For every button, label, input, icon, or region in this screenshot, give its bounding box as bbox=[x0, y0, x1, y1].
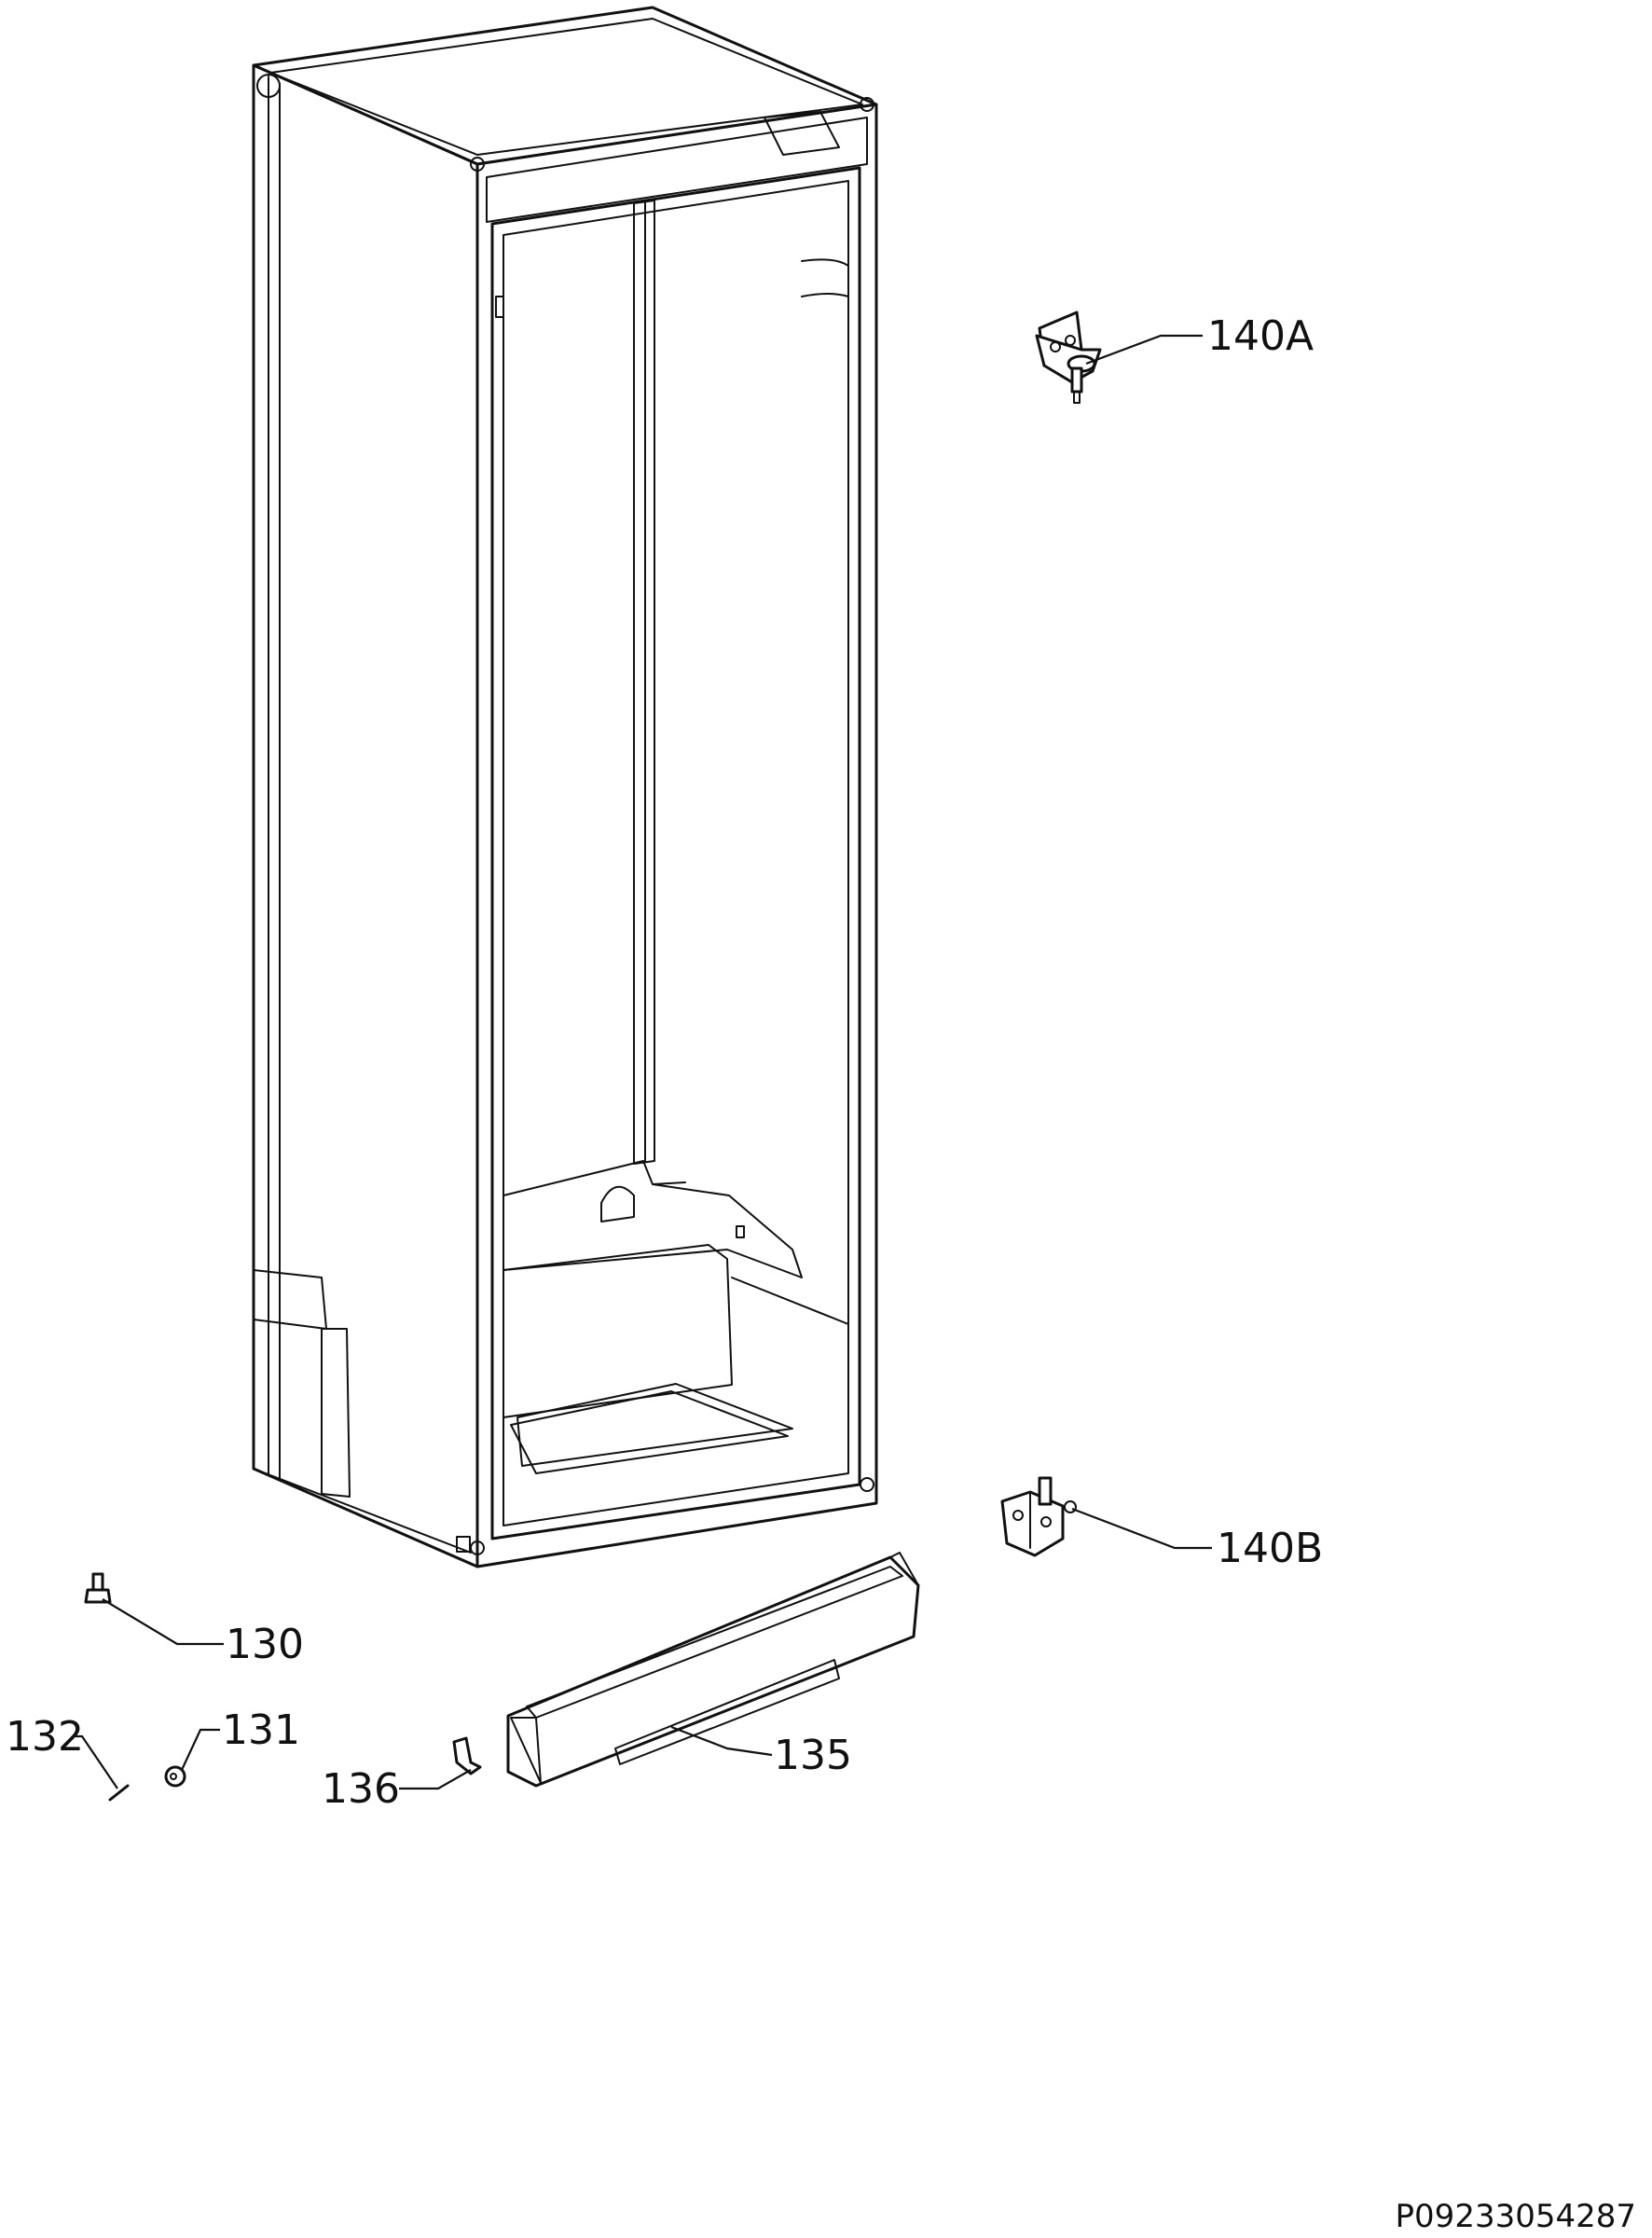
callout-135: 135 bbox=[774, 1732, 852, 1779]
document-number: P09233054287 bbox=[1396, 2198, 1636, 2235]
callout-140a: 140A bbox=[1207, 312, 1314, 360]
base-grille-part bbox=[506, 1552, 920, 1788]
callout-132: 132 bbox=[6, 1713, 84, 1761]
leader-lines bbox=[73, 334, 1212, 1790]
adjustable-foot-part bbox=[84, 1572, 112, 1604]
cabinet-body bbox=[252, 6, 878, 1568]
bushing-part bbox=[164, 1765, 186, 1788]
hinge-bottom-part bbox=[1000, 1476, 1077, 1557]
pin-part bbox=[108, 1784, 130, 1802]
callout-130: 130 bbox=[226, 1621, 304, 1668]
callout-140b: 140B bbox=[1217, 1525, 1323, 1572]
callout-136: 136 bbox=[322, 1765, 400, 1813]
callout-131: 131 bbox=[222, 1706, 300, 1754]
hinge-top-part bbox=[1035, 311, 1102, 404]
clip-part bbox=[452, 1736, 482, 1775]
